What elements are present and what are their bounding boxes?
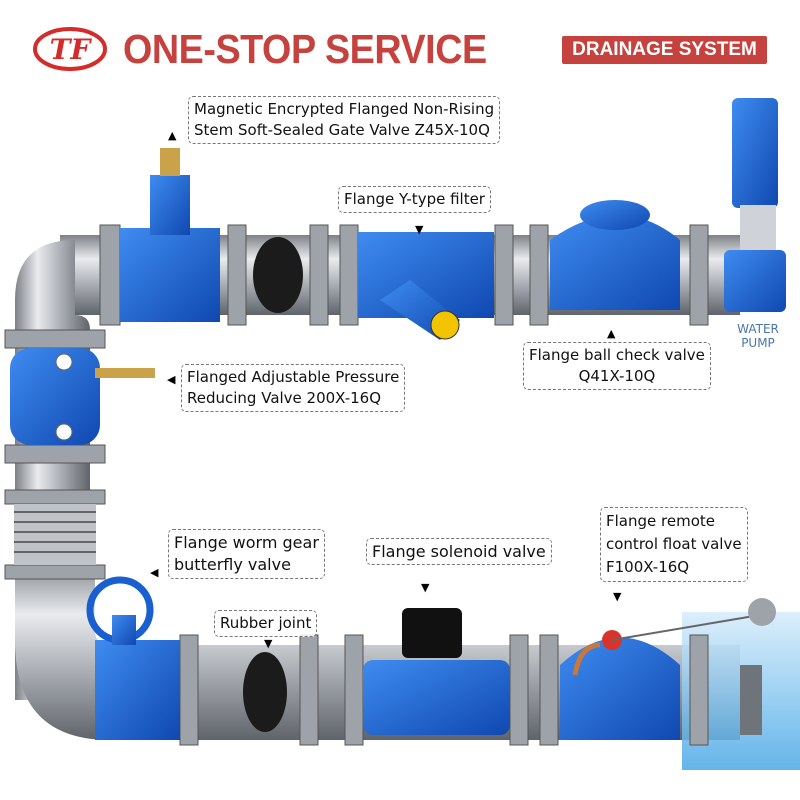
arrow-up-icon: ▲ [607, 327, 616, 340]
label-rubber-joint: Rubber joint [214, 610, 318, 637]
gate-valve [120, 148, 220, 322]
label-water-pump: WATER PUMP [737, 322, 779, 350]
arrow-up-icon: ▲ [168, 129, 177, 142]
header-badge: DRAINAGE SYSTEM [562, 36, 767, 64]
arrow-down-icon: ▼ [264, 637, 273, 650]
arrow-left-icon: ◀ [150, 566, 159, 579]
label-pressure-reducing-valve: Flanged Adjustable Pressure Reducing Val… [181, 364, 406, 412]
label-solenoid-valve: Flange solenoid valve [366, 538, 552, 565]
pressure-reducing-valve [10, 348, 155, 445]
y-filter [358, 232, 494, 340]
label-float-valve: Flange remote control float valve F100X-… [600, 507, 748, 582]
arrow-down-icon: ▼ [613, 590, 622, 603]
header-title: ONE-STOP SERVICE [123, 26, 487, 72]
float-valve [560, 598, 776, 740]
butterfly-valve [86, 576, 180, 740]
label-gate-valve: Magnetic Encrypted Flanged Non-Rising St… [188, 96, 501, 144]
label-y-filter: Flange Y-type filter [338, 186, 491, 213]
svg-text:TF: TF [50, 33, 93, 66]
arrow-left-icon: ◀ [167, 373, 176, 386]
label-butterfly-valve: Flange worm gear butterfly valve [168, 529, 325, 579]
water-pump [724, 98, 786, 312]
arrow-down-icon: ▼ [415, 223, 424, 236]
tf-logo: TF [33, 27, 107, 71]
expansion-joint [14, 504, 96, 565]
label-ball-check-valve: Flange ball check valve Q41X-10Q [523, 342, 711, 390]
solenoid-valve [363, 608, 510, 735]
arrow-down-icon: ▼ [421, 581, 430, 594]
ball-check-valve [550, 200, 680, 310]
